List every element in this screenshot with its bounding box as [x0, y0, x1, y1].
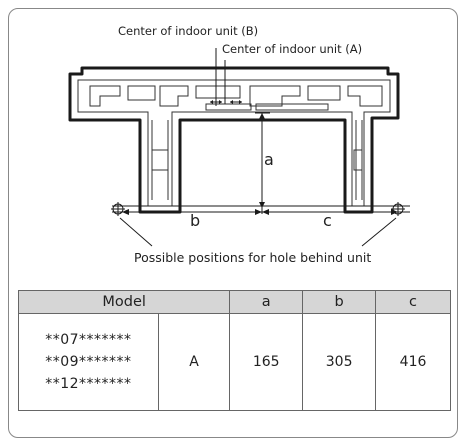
- installation-plate-diagram: [68, 48, 410, 247]
- value-b: 305: [302, 313, 377, 411]
- center-a-label: Center of indoor unit (A): [222, 42, 363, 56]
- value-a: 165: [229, 313, 304, 411]
- dim-a-arrow-bottom: [259, 202, 265, 208]
- plate-outline: [68, 66, 400, 214]
- header-model: Model: [17, 290, 231, 314]
- header-c: c: [375, 290, 451, 314]
- model-list: **07******* **09******* **12*******: [18, 313, 159, 411]
- model-code: **09*******: [45, 354, 132, 370]
- table-header-row: Model a b c: [17, 290, 451, 314]
- header-b: b: [302, 290, 377, 314]
- dim-c-label: c: [323, 211, 332, 230]
- hole-caption: Possible positions for hole behind unit: [134, 250, 372, 265]
- center-b-label: Center of indoor unit (B): [118, 24, 259, 38]
- hole-right: [391, 202, 405, 216]
- dim-a-arrow-top: [259, 113, 265, 119]
- model-code: **12*******: [45, 376, 132, 392]
- table-row: **07******* **09******* **12******* A 16…: [18, 313, 451, 411]
- value-c: 416: [375, 313, 451, 411]
- model-dimension-table: Model a b c **07******* **09******* **12…: [17, 290, 451, 411]
- model-code: **07*******: [45, 332, 132, 348]
- header-a: a: [229, 290, 304, 314]
- model-type: A: [157, 313, 231, 411]
- hole-left: [111, 202, 125, 216]
- dim-a-label: a: [264, 150, 274, 169]
- dim-b-label: b: [190, 211, 201, 230]
